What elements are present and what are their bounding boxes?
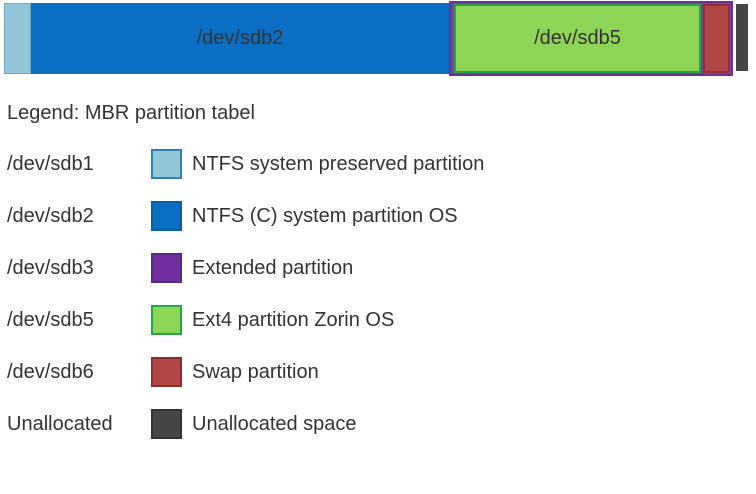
legend-swatch [151,357,182,387]
unallocated-segment [736,4,748,71]
partition-sdb6-segment [703,4,730,73]
partition-sdb5-label: /dev/sdb5 [534,27,621,49]
legend-row-description: Extended partition [192,257,354,279]
legend-row-description: Ext4 partition Zorin OS [192,309,395,331]
legend-row-description: NTFS (C) system partition OS [192,205,458,227]
legend-row-name: Unallocated [7,413,113,435]
legend-row-description: Unallocated space [192,413,357,435]
partition-sdb1-segment [4,3,31,74]
partition-sdb2-label: /dev/sdb2 [196,27,284,49]
partition-sdb5-segment: /dev/sdb5 [454,4,701,73]
partition-sdb2-segment: /dev/sdb2 [31,3,449,74]
legend-row-sdb2: /dev/sdb2 NTFS (C) system partition OS [0,198,756,250]
legend-row-sdb1: /dev/sdb1 NTFS system preserved partitio… [0,146,756,198]
legend-swatch [151,253,182,283]
legend-row-sdb3: /dev/sdb3 Extended partition [0,250,756,302]
legend-row-description: NTFS system preserved partition [192,153,485,175]
legend-row-description: Swap partition [192,361,319,383]
legend-row-name: /dev/sdb5 [7,309,94,331]
legend-row-sdb6: /dev/sdb6 Swap partition [0,354,756,406]
legend-row-name: /dev/sdb1 [7,153,94,175]
legend-swatch [151,149,182,179]
legend-row-sdb5: /dev/sdb5 Ext4 partition Zorin OS [0,302,756,354]
partition-bar: /dev/sdb2 /dev/sdb5 [0,0,756,78]
legend-title: Legend: MBR partition tabel [7,102,255,124]
legend-row-name: /dev/sdb3 [7,257,94,279]
legend-row-name: /dev/sdb2 [7,205,94,227]
legend-row-unallocated: Unallocated Unallocated space [0,406,756,458]
legend-swatch [151,305,182,335]
legend-swatch [151,201,182,231]
legend-row-name: /dev/sdb6 [7,361,94,383]
legend-swatch [151,409,182,439]
legend: /dev/sdb1 NTFS system preserved partitio… [0,146,756,458]
